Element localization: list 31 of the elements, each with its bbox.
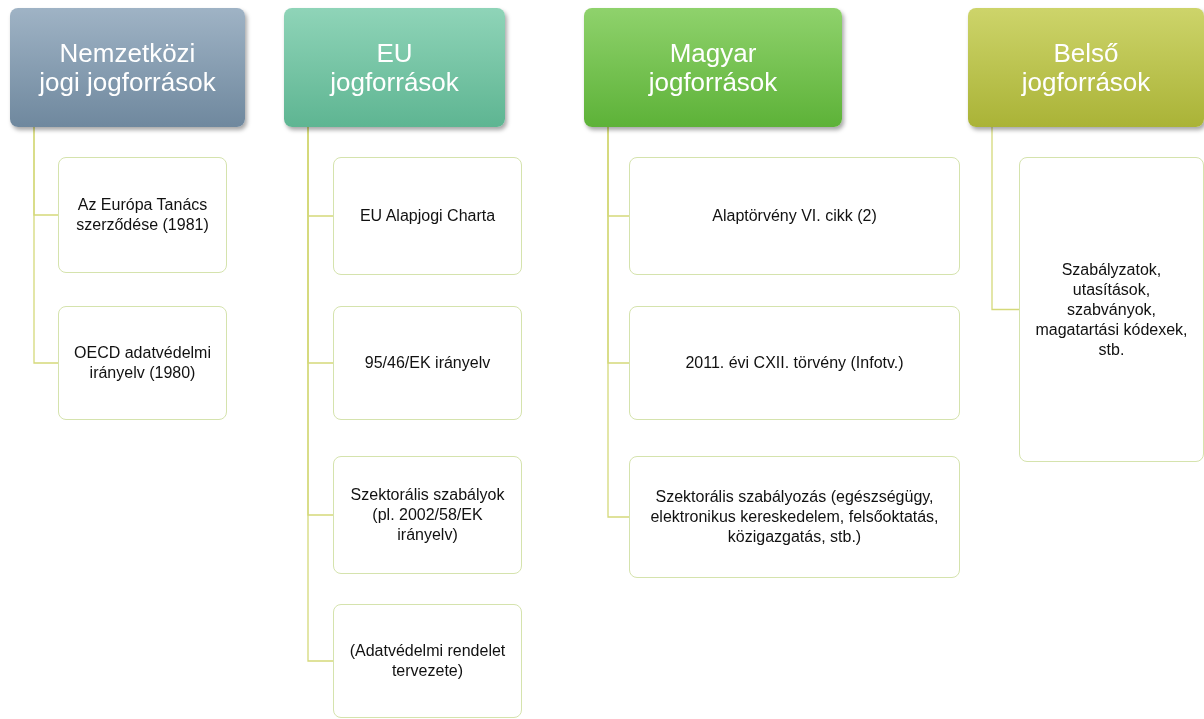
source-box [333,456,522,574]
connector-line [991,126,1020,311]
box-text: 95/46/EK irányelv [364,353,491,373]
source-box [1019,157,1204,462]
header-text: Nemzetközi jogi jogforrások [38,38,217,97]
source-box [333,306,522,420]
category-header [10,8,245,127]
box-text: Az Európa Tanács szerződése (1981) [75,195,210,235]
category-header [584,8,842,127]
source-box [629,456,960,578]
header-text: EU jogforrások [328,38,460,97]
category-header [284,8,505,127]
category-header [968,8,1204,127]
source-box [629,157,960,275]
header-text: Belső jogforrások [1020,38,1152,97]
box-text: Szektorális szabályozás (egészségügy, elektronikus kereskedelem, felsőoktatás, közigazgatás, stb.) [649,487,940,547]
box-text: 2011. évi CXII. törvény (Infotv.) [685,353,904,373]
box-text: EU Alapjogi Charta [359,206,496,226]
source-box [58,306,227,420]
source-box [58,157,227,273]
box-text: Szektorális szabályok (pl. 2002/58/EK irányelv) [349,485,506,545]
header-text: Magyar jogforrások [647,38,779,97]
box-text: Szabályzatok, utasítások, szabványok, magatartási kódexek, stb. [1034,259,1189,360]
source-box [333,604,522,718]
connector-line [607,126,630,518]
source-box [629,306,960,420]
box-text: Alaptörvény VI. cikk (2) [712,206,877,226]
box-text: (Adatvédelmi rendelet tervezete) [348,641,507,681]
source-box [333,157,522,275]
connector-line [33,126,59,364]
box-text: OECD adatvédelmi irányelv (1980) [73,343,212,383]
